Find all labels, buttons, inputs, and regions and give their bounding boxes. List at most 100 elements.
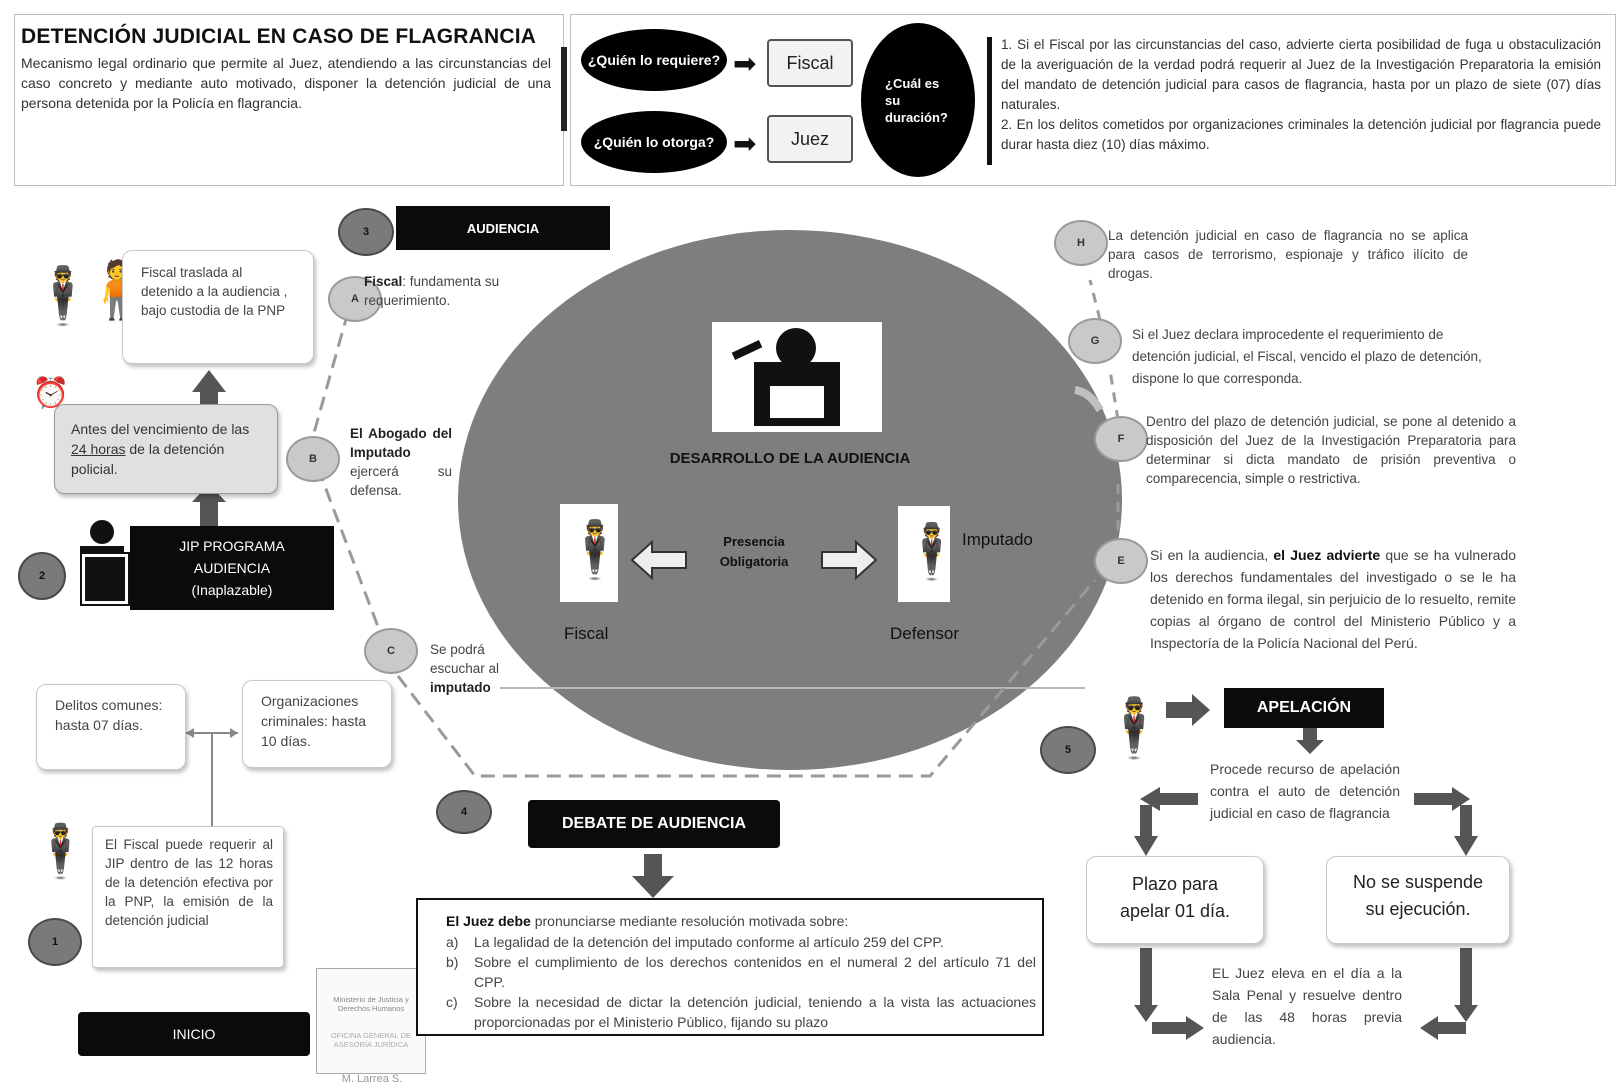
eleva-text: EL Juez eleva en el día a la Sala Penal … — [1212, 965, 1402, 1047]
imputado-figure-icon: 🕴 — [898, 506, 965, 602]
antes-hours: 24 horas — [71, 441, 126, 457]
step-a-bold: Fiscal — [364, 274, 403, 289]
step-a-circle: A — [328, 276, 382, 322]
step-b-bold: El Abogado del Imputado — [350, 426, 452, 460]
question-duracion-text: ¿Cuál es su duración? — [885, 75, 948, 125]
arrow-right-shaft — [1166, 702, 1192, 718]
audiencia-label: AUDIENCIA — [396, 206, 610, 250]
header-description: Mecanismo legal ordinario que permite al… — [21, 55, 551, 111]
arrow-down-shaft — [1303, 726, 1317, 742]
arrow-right-head — [1192, 694, 1210, 726]
arrow-right-icon: ➡ — [733, 128, 757, 159]
debate-item-key: b) — [446, 954, 459, 970]
debate-box: El Juez debe pronunciarse mediante resol… — [416, 898, 1044, 1036]
box-antes-vencimiento: Antes del vencimiento de las 24 horas de… — [54, 404, 278, 494]
desarrollo-title: DESARROLLO DE LA AUDIENCIA — [669, 450, 911, 467]
step-f-circle: F — [1094, 416, 1148, 462]
step-e-text: Si en la audiencia, el Juez advierte que… — [1150, 544, 1516, 654]
step-g-text: Si el Juez declara improcedente el reque… — [1132, 327, 1482, 386]
presencia-label: Presencia Obligatoria — [719, 534, 789, 569]
duration-text-1: 1. Si el Fiscal por las circunstancias d… — [1001, 37, 1601, 112]
question-otorga: ¿Quién lo otorga? — [581, 111, 727, 173]
apelacion-procede-text: Procede recurso de apelación contra el a… — [1210, 761, 1400, 821]
fiscal-requerir-text: El Fiscal puede requerir al JIP dentro d… — [105, 837, 273, 928]
duration-divider — [987, 37, 992, 165]
box-no-suspende: No se suspende su ejecución. — [1326, 856, 1510, 944]
inaplazable-label: (Inaplazable) — [191, 582, 273, 598]
step-b-circle: B — [286, 436, 340, 482]
no-suspende-text: No se suspende su ejecución. — [1352, 872, 1484, 919]
arrow-up-head — [192, 370, 226, 392]
debate-intro: El Juez debe pronunciarse mediante resol… — [446, 912, 1036, 931]
official-stamp: Ministerio de Justicia y Derechos Humano… — [316, 968, 426, 1085]
apelante-figure-icon: 🕴 — [1098, 696, 1171, 761]
answer-fiscal: Fiscal — [767, 39, 853, 87]
step-f-text: Dentro del plazo de detención judicial, … — [1146, 414, 1516, 486]
step-b-text: El Abogado del Imputado ejercerá su defe… — [350, 424, 452, 500]
step-c-rest: Se podrá escuchar al — [430, 642, 500, 676]
dashed-path-right — [1088, 279, 1120, 530]
arrow-right-outline — [821, 539, 878, 581]
step-h-circle: H — [1054, 220, 1108, 266]
stamp-name: M. Larrea S. — [341, 1073, 403, 1085]
box-plazo-apelar: Plazo para apelar 01 día. — [1086, 856, 1264, 944]
step-g-circle: G — [1068, 318, 1122, 364]
step-e-circle: E — [1094, 538, 1148, 584]
step-c-circle: C — [364, 628, 418, 674]
step-a-rest: : fundamenta su requerimiento. — [364, 274, 500, 308]
step-c-text: Se podrá escuchar al imputado — [430, 640, 520, 697]
jip-programa-label: JIP PROGRAMA AUDIENCIA — [179, 538, 285, 576]
question-requiere: ¿Quién lo requiere? — [581, 29, 727, 91]
arrow-down-shaft — [644, 854, 662, 878]
antes-pre: Antes del vencimiento de las — [71, 421, 250, 437]
debate-item-b: b) Sobre el cumplimiento de los derechos… — [446, 952, 1036, 992]
antes-vencimiento-text: Antes del vencimiento de las 24 horas de… — [71, 419, 267, 479]
judge-illustration — [712, 322, 882, 432]
imputado-label: Imputado — [962, 530, 1033, 549]
stamp-line-2: OFICINA GENERAL DE ASESORÍA JURÍDICA — [330, 1031, 412, 1049]
step-b-rest: ejercerá su defensa. — [350, 464, 452, 498]
inicio-label: INICIO — [78, 1012, 310, 1056]
jip-programa-box: JIP PROGRAMA AUDIENCIA (Inaplazable) — [130, 526, 334, 610]
arrow-left-outline — [630, 539, 687, 581]
stamp-line-1: Ministerio de Justicia y Derechos Humano… — [333, 995, 409, 1013]
box-fiscal-traslada: Fiscal traslada al detenido a la audienc… — [122, 250, 314, 364]
header-left-panel: DETENCIÓN JUDICIAL EN CASO DE FLAGRANCIA… — [14, 14, 567, 186]
step-e-bold: el Juez advierte — [1273, 547, 1381, 563]
step-e-post: que se ha vulnerado los derechos fundame… — [1150, 547, 1517, 651]
antes-post: de la detención policial. — [71, 441, 225, 477]
audiencia-ellipse — [458, 230, 1122, 770]
debate-item-key: a) — [446, 934, 459, 950]
step-a-text: Fiscal: fundamenta su requerimiento. — [364, 272, 514, 310]
debate-intro-rest: pronunciarse mediante resolución motivad… — [534, 913, 849, 929]
debate-intro-bold: El Juez debe — [446, 913, 531, 929]
step-h-text: La detención judicial en caso de flagran… — [1108, 228, 1468, 281]
step-2-circle: 2 — [18, 552, 66, 600]
delitos-comunes-text: Delitos comunes: hasta 07 días. — [55, 697, 163, 733]
duration-text-2: 2. En los delitos cometidos por organiza… — [1001, 117, 1601, 152]
page-title: DETENCIÓN JUDICIAL EN CASO DE FLAGRANCIA — [21, 25, 537, 48]
debate-item-text: Sobre el cumplimiento de los derechos co… — [474, 954, 1036, 990]
box-fiscal-requerir: El Fiscal puede requerir al JIP dentro d… — [92, 826, 284, 968]
debate-label: DEBATE DE AUDIENCIA — [528, 800, 780, 848]
judge-desk-icon — [76, 520, 128, 604]
plazo-apelar-text: Plazo para apelar 01 día. — [1119, 874, 1231, 921]
question-duracion: ¿Cuál es su duración? — [861, 23, 975, 177]
step-3-circle: 3 — [338, 208, 394, 256]
debate-item-key: c) — [446, 994, 458, 1010]
step-c-bold: imputado — [430, 680, 491, 695]
answer-juez: Juez — [767, 115, 853, 163]
header-divider — [561, 47, 567, 131]
defensor-label: Defensor — [890, 624, 959, 643]
fiscal-center-label: Fiscal — [564, 624, 609, 643]
apelacion-label: APELACIÓN — [1224, 688, 1384, 728]
debate-item-a: a) La legalidad de la detención del impu… — [446, 932, 1036, 952]
fiscal-requiere-figure-icon: 🕴 — [28, 823, 93, 881]
arrow-up-shaft — [200, 500, 218, 530]
dashed-path-left — [310, 311, 1097, 778]
fiscal-figure-icon: 🕴 — [28, 264, 98, 327]
step-1-circle: 1 — [28, 918, 82, 966]
organizaciones-text: Organizaciones criminales: hasta 10 días… — [261, 693, 367, 749]
box-organizaciones: Organizaciones criminales: hasta 10 días… — [242, 680, 392, 768]
